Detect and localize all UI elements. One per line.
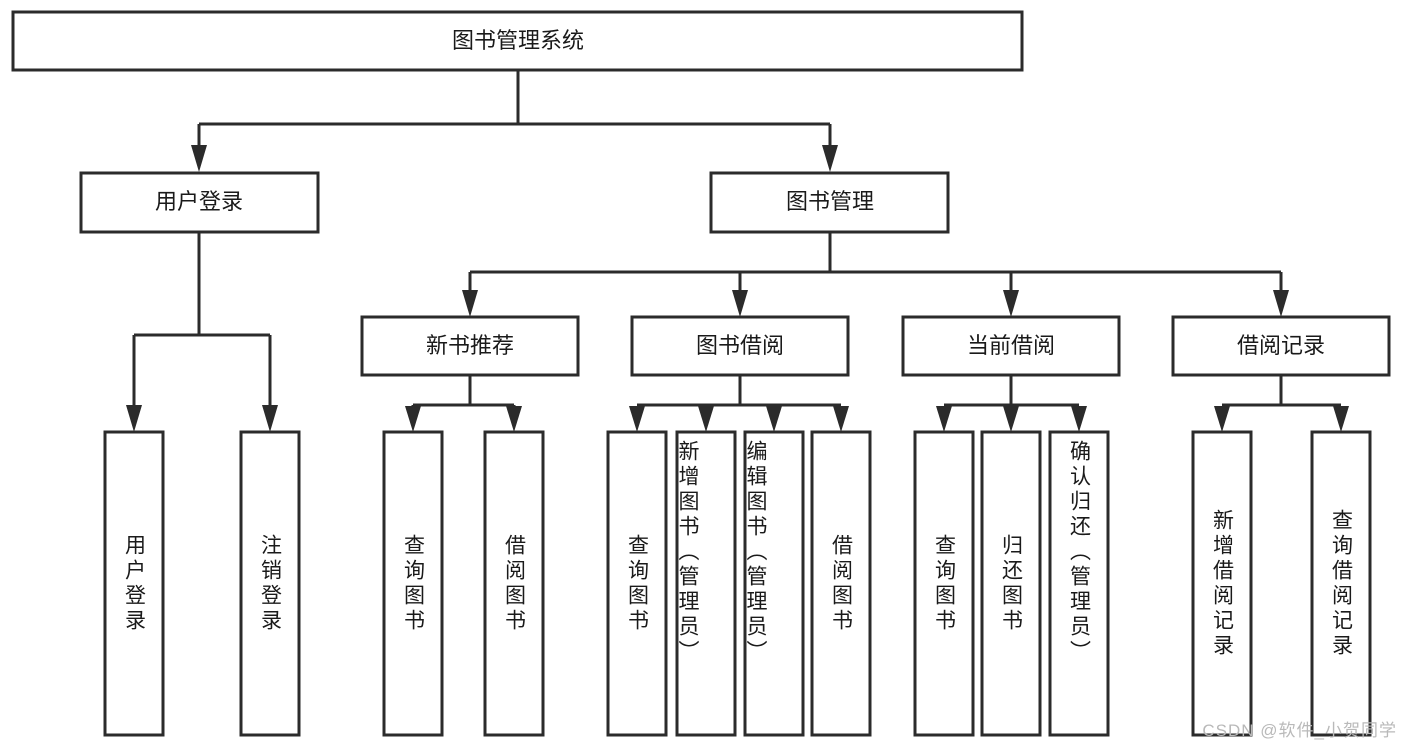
leaf-box-book-borrow-1[interactable] <box>606 430 668 737</box>
leaf-box-current-borrow-2[interactable] <box>980 430 1042 737</box>
node-book-borrow-label: 图书借阅 <box>696 333 784 358</box>
node-borrow-records-label: 借阅记录 <box>1237 333 1325 358</box>
leaf-box-book-borrow-2[interactable] <box>675 430 737 737</box>
node-root-label: 图书管理系统 <box>452 28 584 53</box>
node-root-box[interactable] <box>11 10 1024 72</box>
arrow-head-leaf-bookborrow-4 <box>833 406 849 432</box>
arrow-head-borrow-records <box>1273 290 1289 317</box>
node-book-borrow-box[interactable] <box>630 315 850 377</box>
arrow-head-leaf-borrowrecords-1 <box>1214 406 1230 432</box>
arrow-head-leaf-user-login-2 <box>262 405 278 432</box>
arrow-head-leaf-user-login-1 <box>126 405 142 432</box>
arrow-head-leaf-currentborrow-3 <box>1071 406 1087 432</box>
leaf-box-borrow-records-1[interactable] <box>1191 430 1253 737</box>
node-book-manage-label: 图书管理 <box>786 189 874 214</box>
arrow-head-new-book-recommend <box>462 290 478 317</box>
arrow-head-current-borrow <box>1003 290 1019 317</box>
arrow-head-leaf-newbook-2 <box>506 406 522 432</box>
node-current-borrow-box[interactable] <box>901 315 1121 377</box>
node-new-book-recommend-label: 新书推荐 <box>426 333 514 358</box>
csdn-watermark: CSDN @软件_小贺同学 <box>1202 721 1397 740</box>
node-user-login-label: 用户登录 <box>155 189 243 214</box>
node-new-book-recommend-box[interactable] <box>360 315 580 377</box>
leaf-box-user-login-1[interactable] <box>103 430 165 737</box>
arrow-head-leaf-bookborrow-2 <box>698 406 714 432</box>
arrow-head-leaf-bookborrow-1 <box>629 406 645 432</box>
leaf-box-user-login-2[interactable] <box>239 430 301 737</box>
arrow-head-leaf-currentborrow-1 <box>936 406 952 432</box>
leaf-box-new-book-recommend-1[interactable] <box>382 430 444 737</box>
node-user-login-box[interactable] <box>79 171 320 234</box>
arrow-head-user-login <box>191 145 207 172</box>
leaf-box-new-book-recommend-2[interactable] <box>483 430 545 737</box>
leaf-box-book-borrow-4[interactable] <box>810 430 872 737</box>
arrow-head-leaf-borrowrecords-2 <box>1333 406 1349 432</box>
node-book-manage-box[interactable] <box>709 171 950 234</box>
leaf-box-book-borrow-3[interactable] <box>743 430 805 737</box>
arrow-head-leaf-newbook-1 <box>405 406 421 432</box>
arrow-head-leaf-bookborrow-3 <box>766 406 782 432</box>
leaf-box-current-borrow-3[interactable] <box>1048 430 1110 737</box>
node-borrow-records-box[interactable] <box>1171 315 1391 377</box>
leaf-box-current-borrow-1[interactable] <box>913 430 975 737</box>
leaf-box-borrow-records-2[interactable] <box>1310 430 1372 737</box>
node-layer: 图书管理系统 用户登录 图书管理 新书推荐 图书借阅 当前借阅 借阅记录 <box>11 10 1391 737</box>
node-current-borrow-label: 当前借阅 <box>967 333 1055 358</box>
connector-layer <box>126 70 1349 432</box>
arrow-head-leaf-currentborrow-2 <box>1003 406 1019 432</box>
arrow-head-book-manage <box>822 145 838 172</box>
arrow-head-book-borrow <box>732 290 748 317</box>
